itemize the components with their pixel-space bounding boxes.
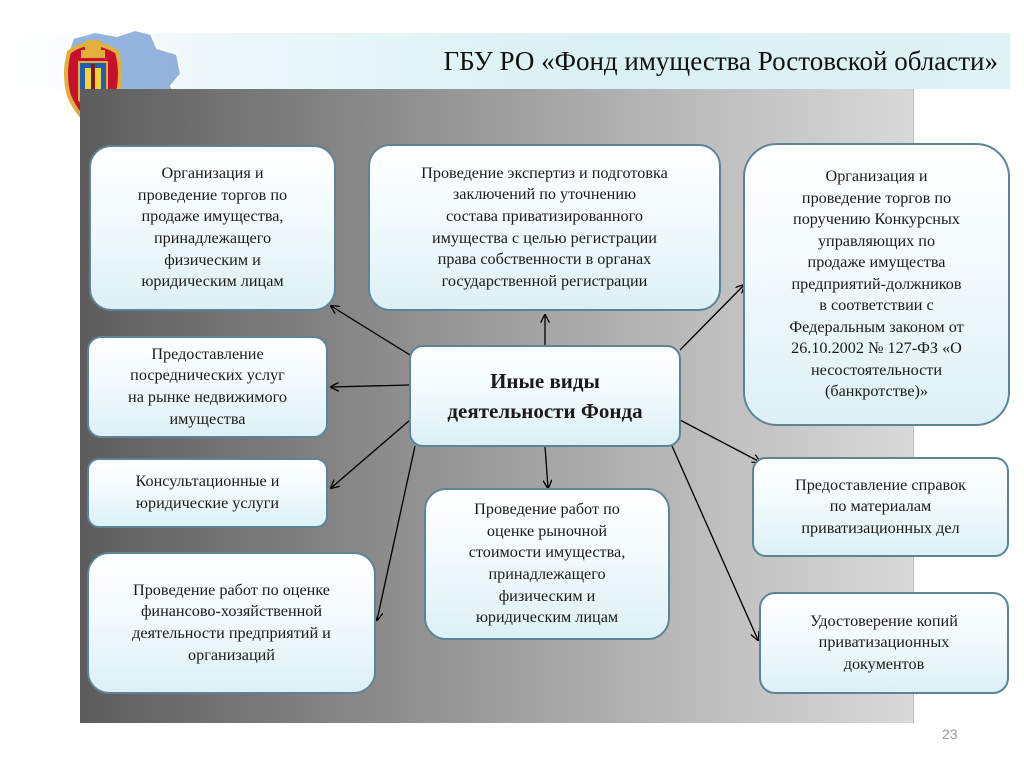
arrow-to-torgi <box>331 306 411 356</box>
activity-box-copies: Удостоверение копий приватизационных док… <box>759 592 1009 694</box>
activity-box-consulting: Консультационные и юридические услуги <box>87 458 328 528</box>
activity-label: Предоставление справок по материалам при… <box>795 475 966 537</box>
page-title: ГБУ РО «Фонд имущества Ростовской област… <box>443 46 998 76</box>
activity-label: Консультационные и юридические услуги <box>135 472 280 512</box>
central-node-label: Иные виды деятельности Фонда <box>447 368 643 423</box>
activity-label: Проведение работ по оценке рыночной стои… <box>468 500 626 627</box>
activity-box-bankruptcy: Организация и проведение торгов по поруч… <box>743 143 1010 426</box>
activity-box-brokerage: Предоставление посреднических услуг на р… <box>87 336 328 438</box>
arrow-to-consulting <box>331 419 411 488</box>
arrow-to-copies <box>671 445 758 640</box>
central-node: Иные виды деятельности Фонда <box>409 345 681 447</box>
activity-box-certificates: Предоставление справок по материалам при… <box>752 457 1009 557</box>
activity-box-financial: Проведение работ по оценке финансово-хоз… <box>87 552 376 694</box>
activity-label: Предоставление посреднических услуг на р… <box>128 344 287 428</box>
activity-label: Проведение экспертиз и подготовка заключ… <box>421 163 668 290</box>
arrow-to-certificates <box>679 419 760 462</box>
activity-label: Организация и проведение торгов по прода… <box>137 164 288 291</box>
activity-box-torgi: Организация и проведение торгов по прода… <box>89 145 336 311</box>
arrow-to-financial <box>377 445 416 620</box>
activity-label: Удостоверение копий приватизационных док… <box>810 611 958 673</box>
activity-label: Проведение работ по оценке финансово-хоз… <box>132 580 331 664</box>
activity-box-valuation: Проведение работ по оценке рыночной стои… <box>424 488 670 640</box>
page-number: 23 <box>942 726 958 742</box>
arrow-to-brokerage <box>331 385 411 387</box>
arrow-to-bankruptcy <box>679 285 744 351</box>
arrow-to-valuation <box>545 445 548 488</box>
activity-box-expertise: Проведение экспертиз и подготовка заключ… <box>368 144 721 311</box>
activity-label: Организация и проведение торгов по поруч… <box>789 166 964 401</box>
